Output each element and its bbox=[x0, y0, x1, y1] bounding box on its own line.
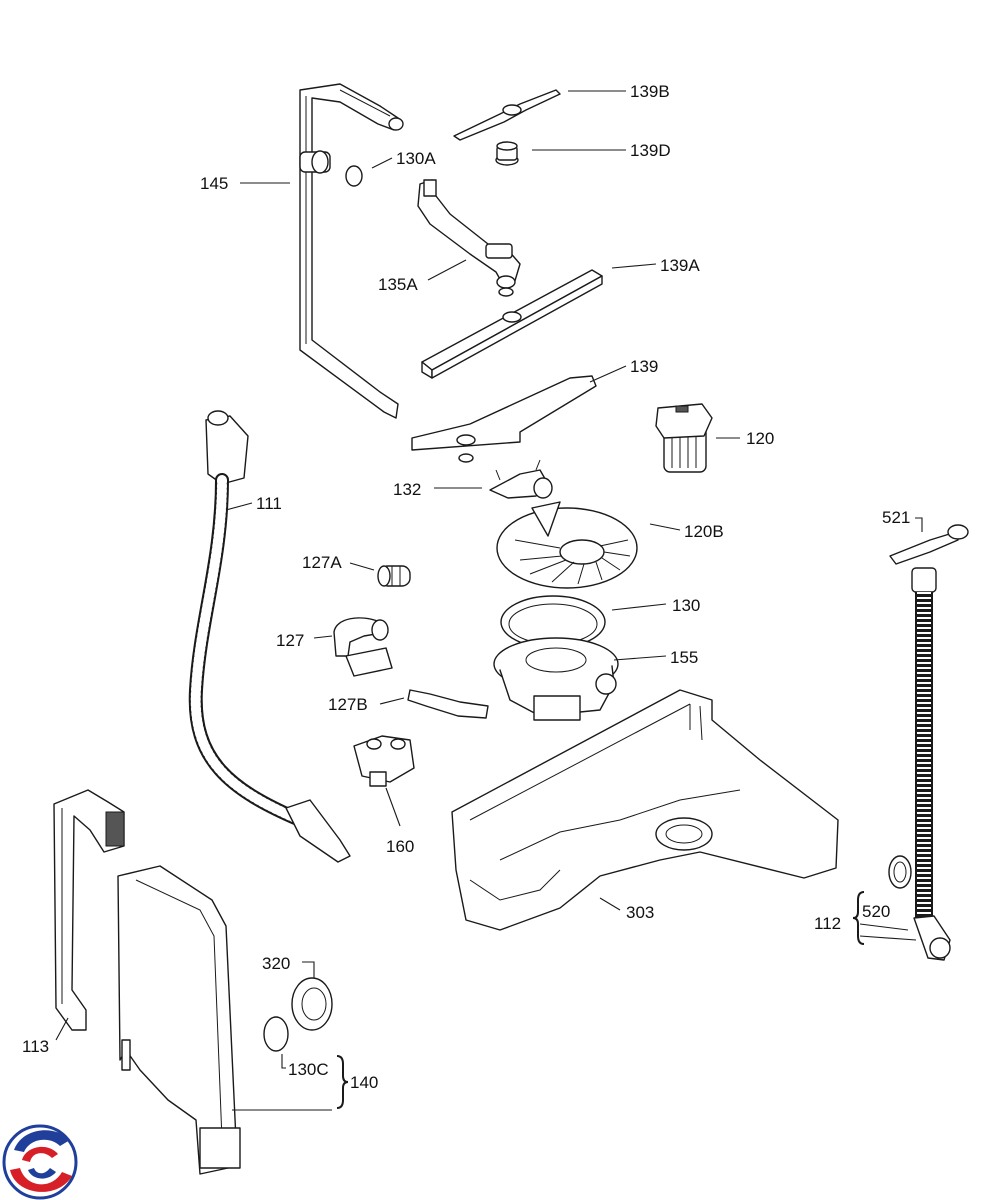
label-521: 521 bbox=[882, 508, 910, 527]
part-139A-middle-spray-arm bbox=[421, 269, 603, 379]
part-127B-hose bbox=[407, 689, 489, 719]
brand-logo-icon bbox=[2, 1124, 78, 1200]
part-135A-spray-arm-feed bbox=[417, 179, 521, 297]
label-127B: 127B bbox=[328, 695, 368, 714]
part-303-base bbox=[451, 689, 839, 931]
label-139D: 139D bbox=[630, 141, 671, 160]
part-155-sump bbox=[493, 637, 619, 721]
label-132: 132 bbox=[393, 480, 421, 499]
label-320: 320 bbox=[262, 954, 290, 973]
label-127A: 127A bbox=[302, 553, 342, 572]
part-labels: 139B 139D 130A 145 135A 139A 139 120 132… bbox=[22, 82, 910, 1092]
part-120B-filter bbox=[496, 501, 638, 589]
label-145: 145 bbox=[200, 174, 228, 193]
label-111: 111 bbox=[256, 494, 282, 513]
part-112-drain-hose bbox=[911, 567, 951, 961]
label-303: 303 bbox=[626, 903, 654, 922]
label-112: 112 bbox=[814, 914, 841, 933]
part-130C-oring bbox=[263, 1016, 289, 1052]
leader-lines bbox=[55, 90, 923, 1111]
part-320-seal bbox=[291, 977, 333, 1031]
part-127-hose-elbow bbox=[333, 617, 393, 677]
part-127A-connector bbox=[377, 565, 411, 587]
label-135A: 135A bbox=[378, 275, 418, 294]
label-160: 160 bbox=[386, 837, 414, 856]
label-155: 155 bbox=[670, 648, 698, 667]
label-113: 113 bbox=[22, 1037, 49, 1056]
label-130A: 130A bbox=[396, 149, 436, 168]
part-120-heater-unit bbox=[655, 403, 713, 473]
part-520-hose-clamp bbox=[888, 855, 912, 889]
part-130A-oring bbox=[345, 165, 363, 187]
part-139B-top-spray-arm bbox=[453, 89, 561, 141]
part-145-supply-pipe bbox=[299, 83, 404, 419]
part-139D-nut bbox=[495, 141, 519, 166]
part-111-inlet-hose bbox=[188, 410, 351, 863]
label-130: 130 bbox=[672, 596, 700, 615]
label-140: 140 bbox=[350, 1073, 378, 1092]
part-521-clip bbox=[889, 524, 969, 565]
part-132-sump-bracket bbox=[489, 459, 553, 499]
label-139B: 139B bbox=[630, 82, 670, 101]
label-127: 127 bbox=[276, 631, 304, 650]
part-160-valve bbox=[353, 735, 415, 787]
part-139-lower-spray-arm bbox=[411, 375, 597, 463]
part-140-side-panel bbox=[117, 865, 241, 1175]
label-120: 120 bbox=[746, 429, 774, 448]
label-520: 520 bbox=[862, 902, 890, 921]
label-139A: 139A bbox=[660, 256, 700, 275]
label-130C: 130C bbox=[288, 1060, 329, 1079]
part-113-pipe bbox=[53, 789, 125, 1031]
label-120B: 120B bbox=[684, 522, 724, 541]
label-139: 139 bbox=[630, 357, 658, 376]
